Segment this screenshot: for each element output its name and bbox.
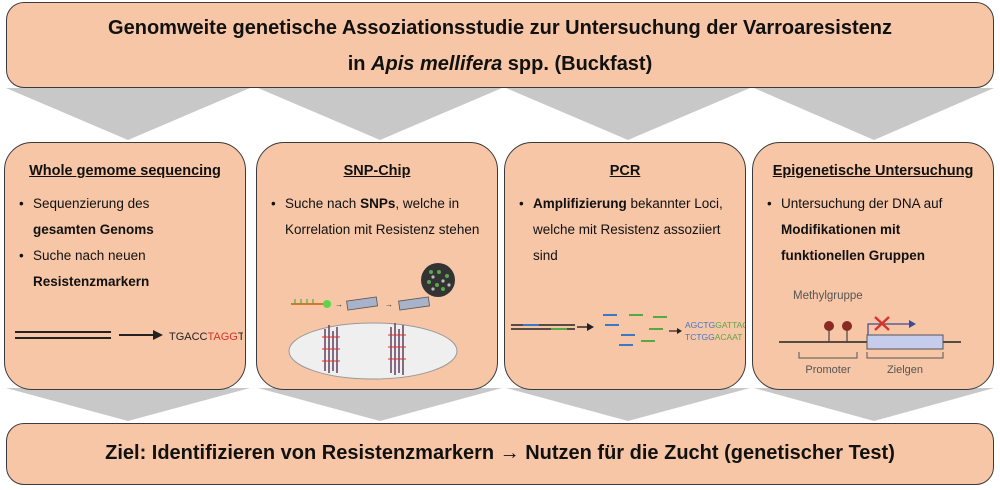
bullet-list: Untersuchung der DNA auf Modifikationen …: [765, 191, 985, 269]
bullet-list: Suche nach SNPs, welche in Korrelation m…: [269, 191, 489, 243]
goal-text: Ziel: Identifizieren von Resistenzmarker…: [105, 442, 895, 464]
target-gene-label: Zielgen: [887, 364, 923, 376]
arrow-from-card-2: [258, 388, 502, 421]
snp-chip-illustration: → →: [288, 263, 458, 380]
card-epigenetics: Epigenetische Untersuchung Untersuchung …: [752, 142, 994, 390]
bullet-list: Sequenzierung des gesamten Genoms Suche …: [17, 191, 237, 295]
bullet-item: Amplifizierung bekannter Loci, welche mi…: [517, 191, 737, 269]
bullet-list: Amplifizierung bekannter Loci, welche mi…: [517, 191, 737, 269]
sequencing-illustration: TGACCTAGGTA: [15, 330, 243, 343]
arrow-to-card-1: [6, 88, 250, 140]
sequence-top: AGCTGGATTAC: [685, 320, 745, 330]
dna-sequence: TGACCTAGGTA: [169, 331, 243, 343]
title-line-1: Genomweite genetische Assoziationsstudie…: [108, 17, 892, 39]
chip-icon: [421, 263, 455, 297]
arrow-from-card-1: [6, 388, 250, 421]
arrow-from-card-3: [506, 388, 750, 421]
title-line-2: in Apis mellifera spp. (Buckfast): [347, 53, 653, 75]
bullet-item: Suche nach SNPs, welche in Korrelation m…: [269, 191, 489, 243]
goal-box: Ziel: Identifizieren von Resistenzmarker…: [6, 423, 994, 485]
arrow-to-card-2: [258, 88, 502, 140]
promoter-label: Promoter: [805, 364, 851, 376]
card-snp-chip: SNP-Chip Suche nach SNPs, welche in Korr…: [256, 142, 498, 390]
card-title: PCR: [609, 163, 641, 179]
methyl-group-icon: [824, 321, 834, 331]
arrow-to-card-4: [754, 88, 994, 140]
card-pcr: PCR Amplifizierung bekannter Loci, welch…: [504, 142, 746, 390]
bullet-item: Suche nach neuen Resistenzmarkern: [17, 243, 237, 295]
card-title: SNP-Chip: [343, 163, 411, 179]
arrow-to-card-3: [506, 88, 750, 140]
arrow-from-card-4: [754, 388, 994, 421]
card-whole-genome-sequencing: Whole gemome sequencing Sequenzierung de…: [4, 142, 246, 390]
transcription-arrow-icon: [867, 323, 909, 335]
bullet-item: Untersuchung der DNA auf Modifikationen …: [765, 191, 985, 269]
title-box: Genomweite genetische Assoziationsstudie…: [6, 2, 994, 88]
methyl-group-label: Methylgruppe: [793, 290, 863, 302]
bullet-item: Sequenzierung des gesamten Genoms: [17, 191, 237, 243]
svg-text:→: →: [385, 300, 393, 309]
card-title: Whole gemome sequencing: [29, 163, 221, 179]
pcr-illustration: AGCTGGATTAC TCTGGACAAT: [511, 314, 745, 346]
sequence-bottom: TCTGGACAAT: [685, 332, 742, 342]
gene-icon: [866, 334, 944, 350]
svg-text:→: →: [335, 300, 343, 309]
dish-icon: [288, 322, 458, 380]
card-title: Epigenetische Untersuchung: [772, 163, 974, 179]
species-name: Apis mellifera: [371, 53, 503, 75]
amplicon-icon: [603, 314, 635, 346]
fluorescent-marker-icon: [323, 300, 331, 308]
slide-icon: [346, 296, 379, 311]
epigenetics-illustration: Promoter Zielgen: [779, 316, 961, 376]
